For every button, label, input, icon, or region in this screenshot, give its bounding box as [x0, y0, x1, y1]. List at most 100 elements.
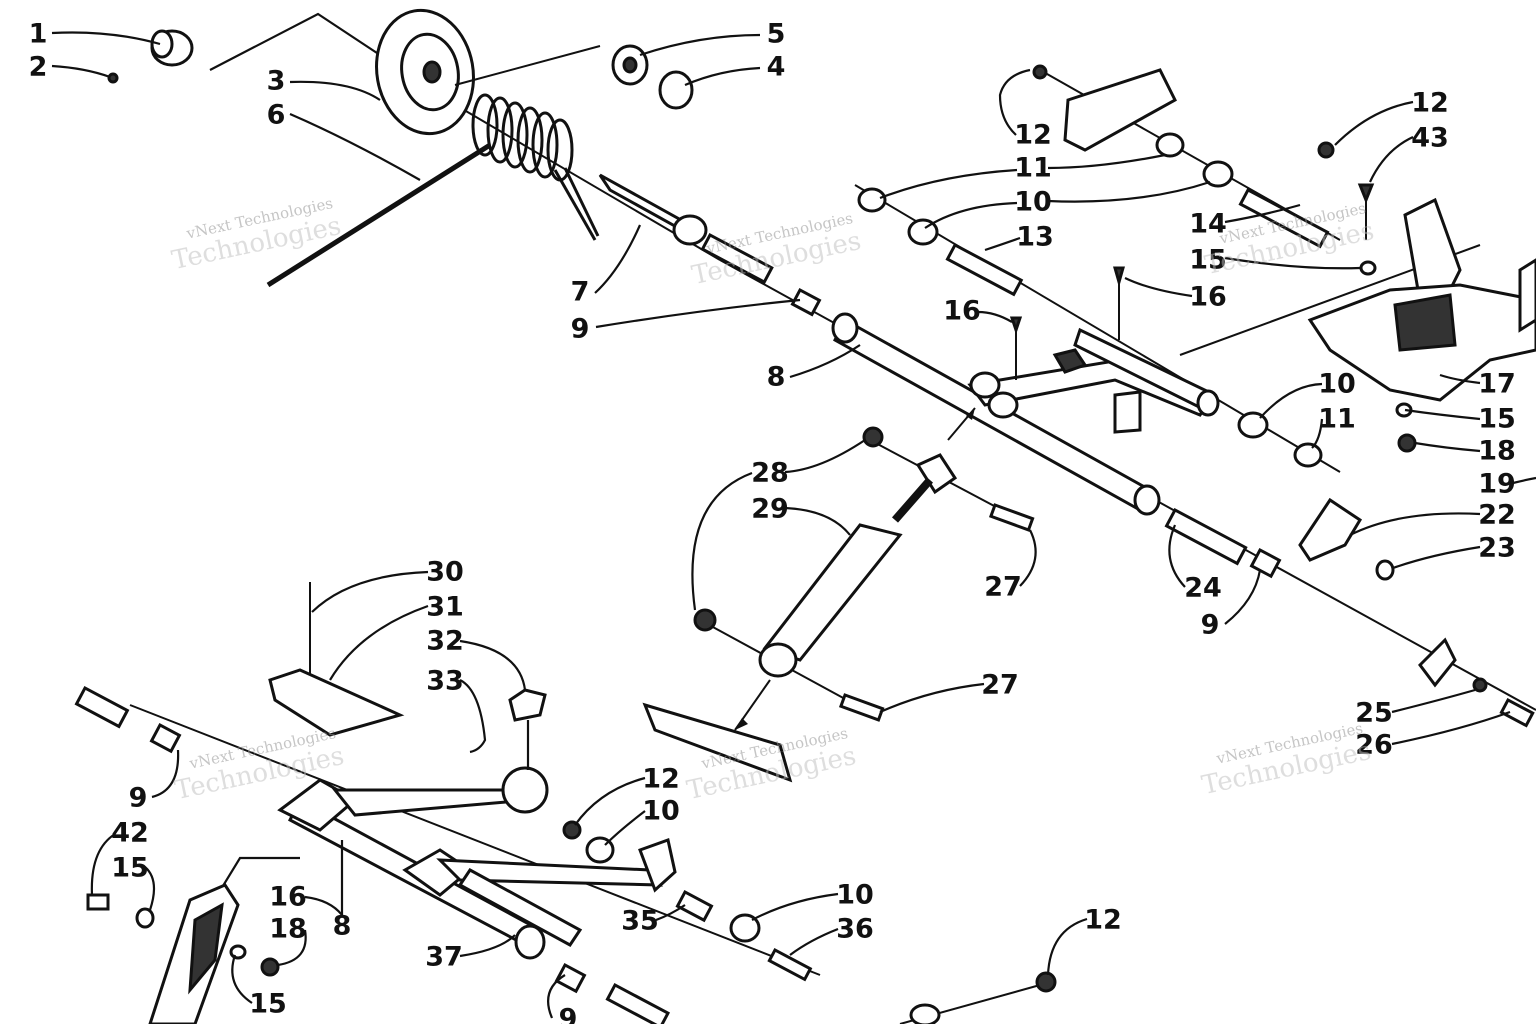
callout-number: 16: [269, 882, 307, 913]
callout-number: 37: [425, 942, 463, 973]
callout-number: 10: [1318, 369, 1356, 400]
bushing-part-7: [598, 173, 708, 246]
pin-part-35: [675, 889, 714, 923]
callout-number: 15: [1189, 245, 1227, 276]
nut-part-12-bottom-right: [1035, 971, 1057, 993]
shock-body-part-29: [762, 523, 903, 662]
rear-arm-assembly: [74, 582, 1057, 1024]
bolt-part-42: [86, 893, 110, 911]
torsion-spring: [471, 93, 600, 241]
pin-part-14: [1238, 187, 1330, 249]
callout-number: 31: [426, 592, 464, 623]
washer-part-15-bottom: [229, 944, 247, 960]
callout-number: 15: [111, 853, 149, 884]
callout-number: 2: [29, 52, 48, 83]
callout-number: 17: [1478, 369, 1516, 400]
slide-bracket-assembly: [1238, 141, 1536, 453]
end-plate-right: [1418, 637, 1457, 688]
rail-section: [642, 702, 793, 783]
nut-part-28: [862, 426, 884, 448]
idler-wheel-part-3: [375, 8, 475, 136]
callout-number: 15: [1478, 404, 1516, 435]
nut-part-25: [1472, 677, 1488, 693]
callout-number: 30: [426, 557, 464, 588]
block-part-32: [508, 688, 547, 722]
slide-edge: [1518, 258, 1536, 333]
callout-number: 8: [767, 362, 786, 393]
bearing-part-5: [611, 44, 649, 86]
callout-number: 9: [1201, 610, 1220, 641]
callout-number: 27: [984, 572, 1022, 603]
cap-part-9: [790, 287, 822, 317]
snap-ring-part-4: [658, 70, 694, 110]
washer-part-2: [107, 72, 119, 84]
shaft-part-24: [1164, 507, 1248, 566]
pin-part-13: [945, 242, 1024, 297]
callout-number: 5: [767, 19, 786, 50]
bolt-part-27: [988, 503, 1035, 532]
bolt-part-27b: [838, 693, 885, 722]
callout-number: 18: [1478, 436, 1516, 467]
callout-number: 10: [642, 796, 680, 827]
nut-part-28b: [693, 608, 717, 632]
leader-lines: [51, 31, 1536, 1019]
cap-part-9-left: [149, 722, 182, 754]
callout-number: 26: [1355, 730, 1393, 761]
callout-number: 13: [1016, 222, 1054, 253]
callout-number: 16: [1189, 282, 1227, 313]
washer-part-15-left: [135, 907, 155, 929]
bushing-part-10c: [729, 913, 761, 943]
callout-number: 42: [111, 818, 149, 849]
cap-part-9b: [1249, 547, 1282, 579]
callout-number: 22: [1478, 500, 1516, 531]
end-plate-part-22: [1298, 497, 1363, 562]
callout-number: 28: [751, 458, 789, 489]
callout-number: 1: [29, 19, 48, 50]
sleeve-part: [700, 232, 774, 285]
rod-part-6: [266, 142, 492, 288]
callout-number: 12: [1084, 905, 1122, 936]
slide-pad: [1393, 293, 1457, 352]
callout-number: 32: [426, 626, 464, 657]
callout-number: 33: [426, 666, 464, 697]
bushing-part-11: [857, 132, 1323, 468]
callout-number: 19: [1478, 469, 1516, 500]
callout-number: 8: [333, 911, 352, 942]
bolt-part-36: [767, 947, 813, 982]
callout-number: 9: [129, 783, 148, 814]
idler-wheel-assembly: [107, 8, 822, 317]
callout-number: 35: [621, 906, 659, 937]
nut-part-12-bottom: [562, 820, 582, 840]
callout-number: 24: [1184, 573, 1222, 604]
callout-number: 25: [1355, 698, 1393, 729]
callout-number: 7: [571, 277, 590, 308]
pivot-brackets: [969, 371, 1019, 419]
callout-number: 9: [571, 314, 590, 345]
callout-number: 11: [1318, 404, 1356, 435]
callout-number: 12: [642, 764, 680, 795]
callout-number: 10: [836, 880, 874, 911]
callout-number: 43: [1411, 123, 1449, 154]
callout-number: 36: [836, 914, 874, 945]
callout-number: 15: [249, 989, 287, 1020]
callout-number: 12: [1014, 120, 1052, 151]
washer-part-23: [1375, 559, 1395, 581]
nut-part-18: [1397, 433, 1417, 453]
bolt-part-26: [1499, 697, 1535, 728]
callout-number: 4: [767, 52, 786, 83]
callout-number: 14: [1189, 209, 1227, 240]
callout-number: 16: [943, 296, 981, 327]
spacer-part-1: [150, 29, 194, 67]
shock-absorber-assembly: [642, 407, 1035, 783]
nut-part-18-bottom: [260, 957, 280, 977]
callout-number: 29: [751, 494, 789, 525]
callout-number: 27: [981, 670, 1019, 701]
callout-number: 18: [269, 914, 307, 945]
pin-part-9-left: [74, 685, 130, 729]
callout-number: 23: [1478, 533, 1516, 564]
callout-number: 11: [1014, 153, 1052, 184]
mount-plate-part-12: [1032, 64, 1177, 152]
pin-part-bottom: [605, 982, 671, 1024]
